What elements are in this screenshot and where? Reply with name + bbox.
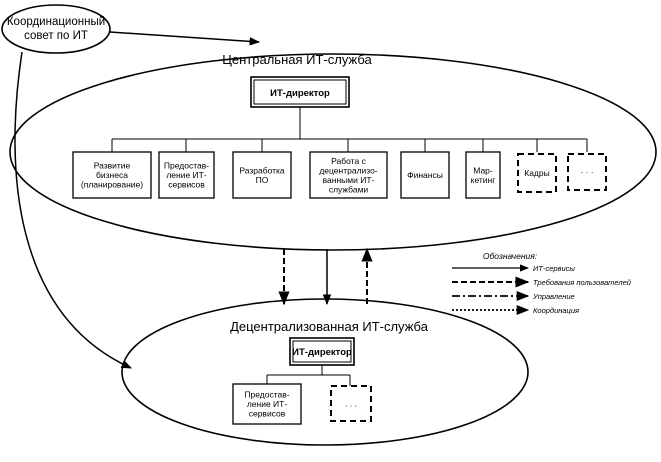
decentral-org-connectors [266,365,351,386]
central-it-service-title: Центральная ИТ-служба [222,52,372,67]
central-department-box [158,151,215,199]
central-department-label: бизнеса [96,170,128,180]
central-department-label: Кадры [524,168,549,178]
central-it-director-label: ИТ-директор [270,88,330,99]
central-department-box [465,151,501,199]
central-department-label: Предостав- [164,161,209,171]
council-to-central-coordination-arrow [109,31,261,46]
central-org-connectors [111,107,588,152]
decentral-department-label: ление ИТ- [247,399,288,409]
central-it-service-ellipse [9,53,657,251]
central-department-label: кетинг [471,175,496,185]
decentral-it-service-ellipse [121,298,529,446]
central-department-label: ПО [256,175,269,185]
central-department-2: Предостав-ление ИТ-сервисов [158,151,215,199]
decentral-department-box [232,383,302,425]
coordination-council: Координационный совет по ИТ [1,4,111,54]
decentral-it-director-label: ИТ-директор [292,347,352,358]
decentral-department-box [330,385,372,422]
central-department-label: Финансы [407,170,443,180]
council-label-line1: Координационный [7,16,105,28]
central-department-label: децентрализо- [319,165,377,175]
legend-label-dashdot: Управление [532,292,575,301]
central-department-label: Мар- [473,165,493,175]
central-department-label: · · · [580,167,593,177]
legend-label-solid: ИТ-сервисы [533,264,575,273]
decentral-departments: Предостав-ление ИТ-сервисов . . . [232,383,372,425]
central-department-label: сервисов [168,180,205,190]
central-department-label: ление ИТ- [166,170,207,180]
decentral-department-label: . . . [345,399,357,409]
decentral-department-label: Предостав- [244,390,289,400]
central-departments: Развитиебизнеса(планирование)Предостав-л… [72,151,607,199]
central-department-box [309,151,388,199]
central-department-label: службами [329,184,369,194]
decentral-department-label: сервисов [249,409,286,419]
central-department-box [400,151,450,199]
central-department-box [232,151,292,199]
central-department-box [72,151,152,199]
central-department-label: ванными ИТ- [323,175,375,185]
central-department-5: Финансы [400,151,450,199]
council-label-line2: совет по ИТ [24,30,88,42]
central-department-label: (планирование) [81,180,143,190]
legend-label-dashed: Требования пользователей [533,278,632,287]
central-it-director-box: ИТ-директор [250,76,350,108]
council-to-decentral-coordination-arrow [14,51,132,369]
central-department-label: Развитие [94,161,131,171]
central-department-label: Разработка [239,165,285,175]
legend-title: Обозначения: [483,251,538,261]
central-department-6: Мар-кетинг [465,151,501,199]
central-department-8: · · · [567,153,607,191]
decentral-it-director-box: ИТ-директор [289,337,355,366]
central-department-box [517,153,557,193]
decentral-it-service-title: Децентрализованная ИТ-служба [230,319,429,334]
decentral-department-1: Предостав-ление ИТ-сервисов [232,383,302,425]
central-department-7: Кадры [517,153,557,193]
central-department-box [567,153,607,191]
decentral-department-2: . . . [330,385,372,422]
central-department-label: Работа с [331,156,366,166]
legend-label-dotted: Координация [533,306,579,315]
